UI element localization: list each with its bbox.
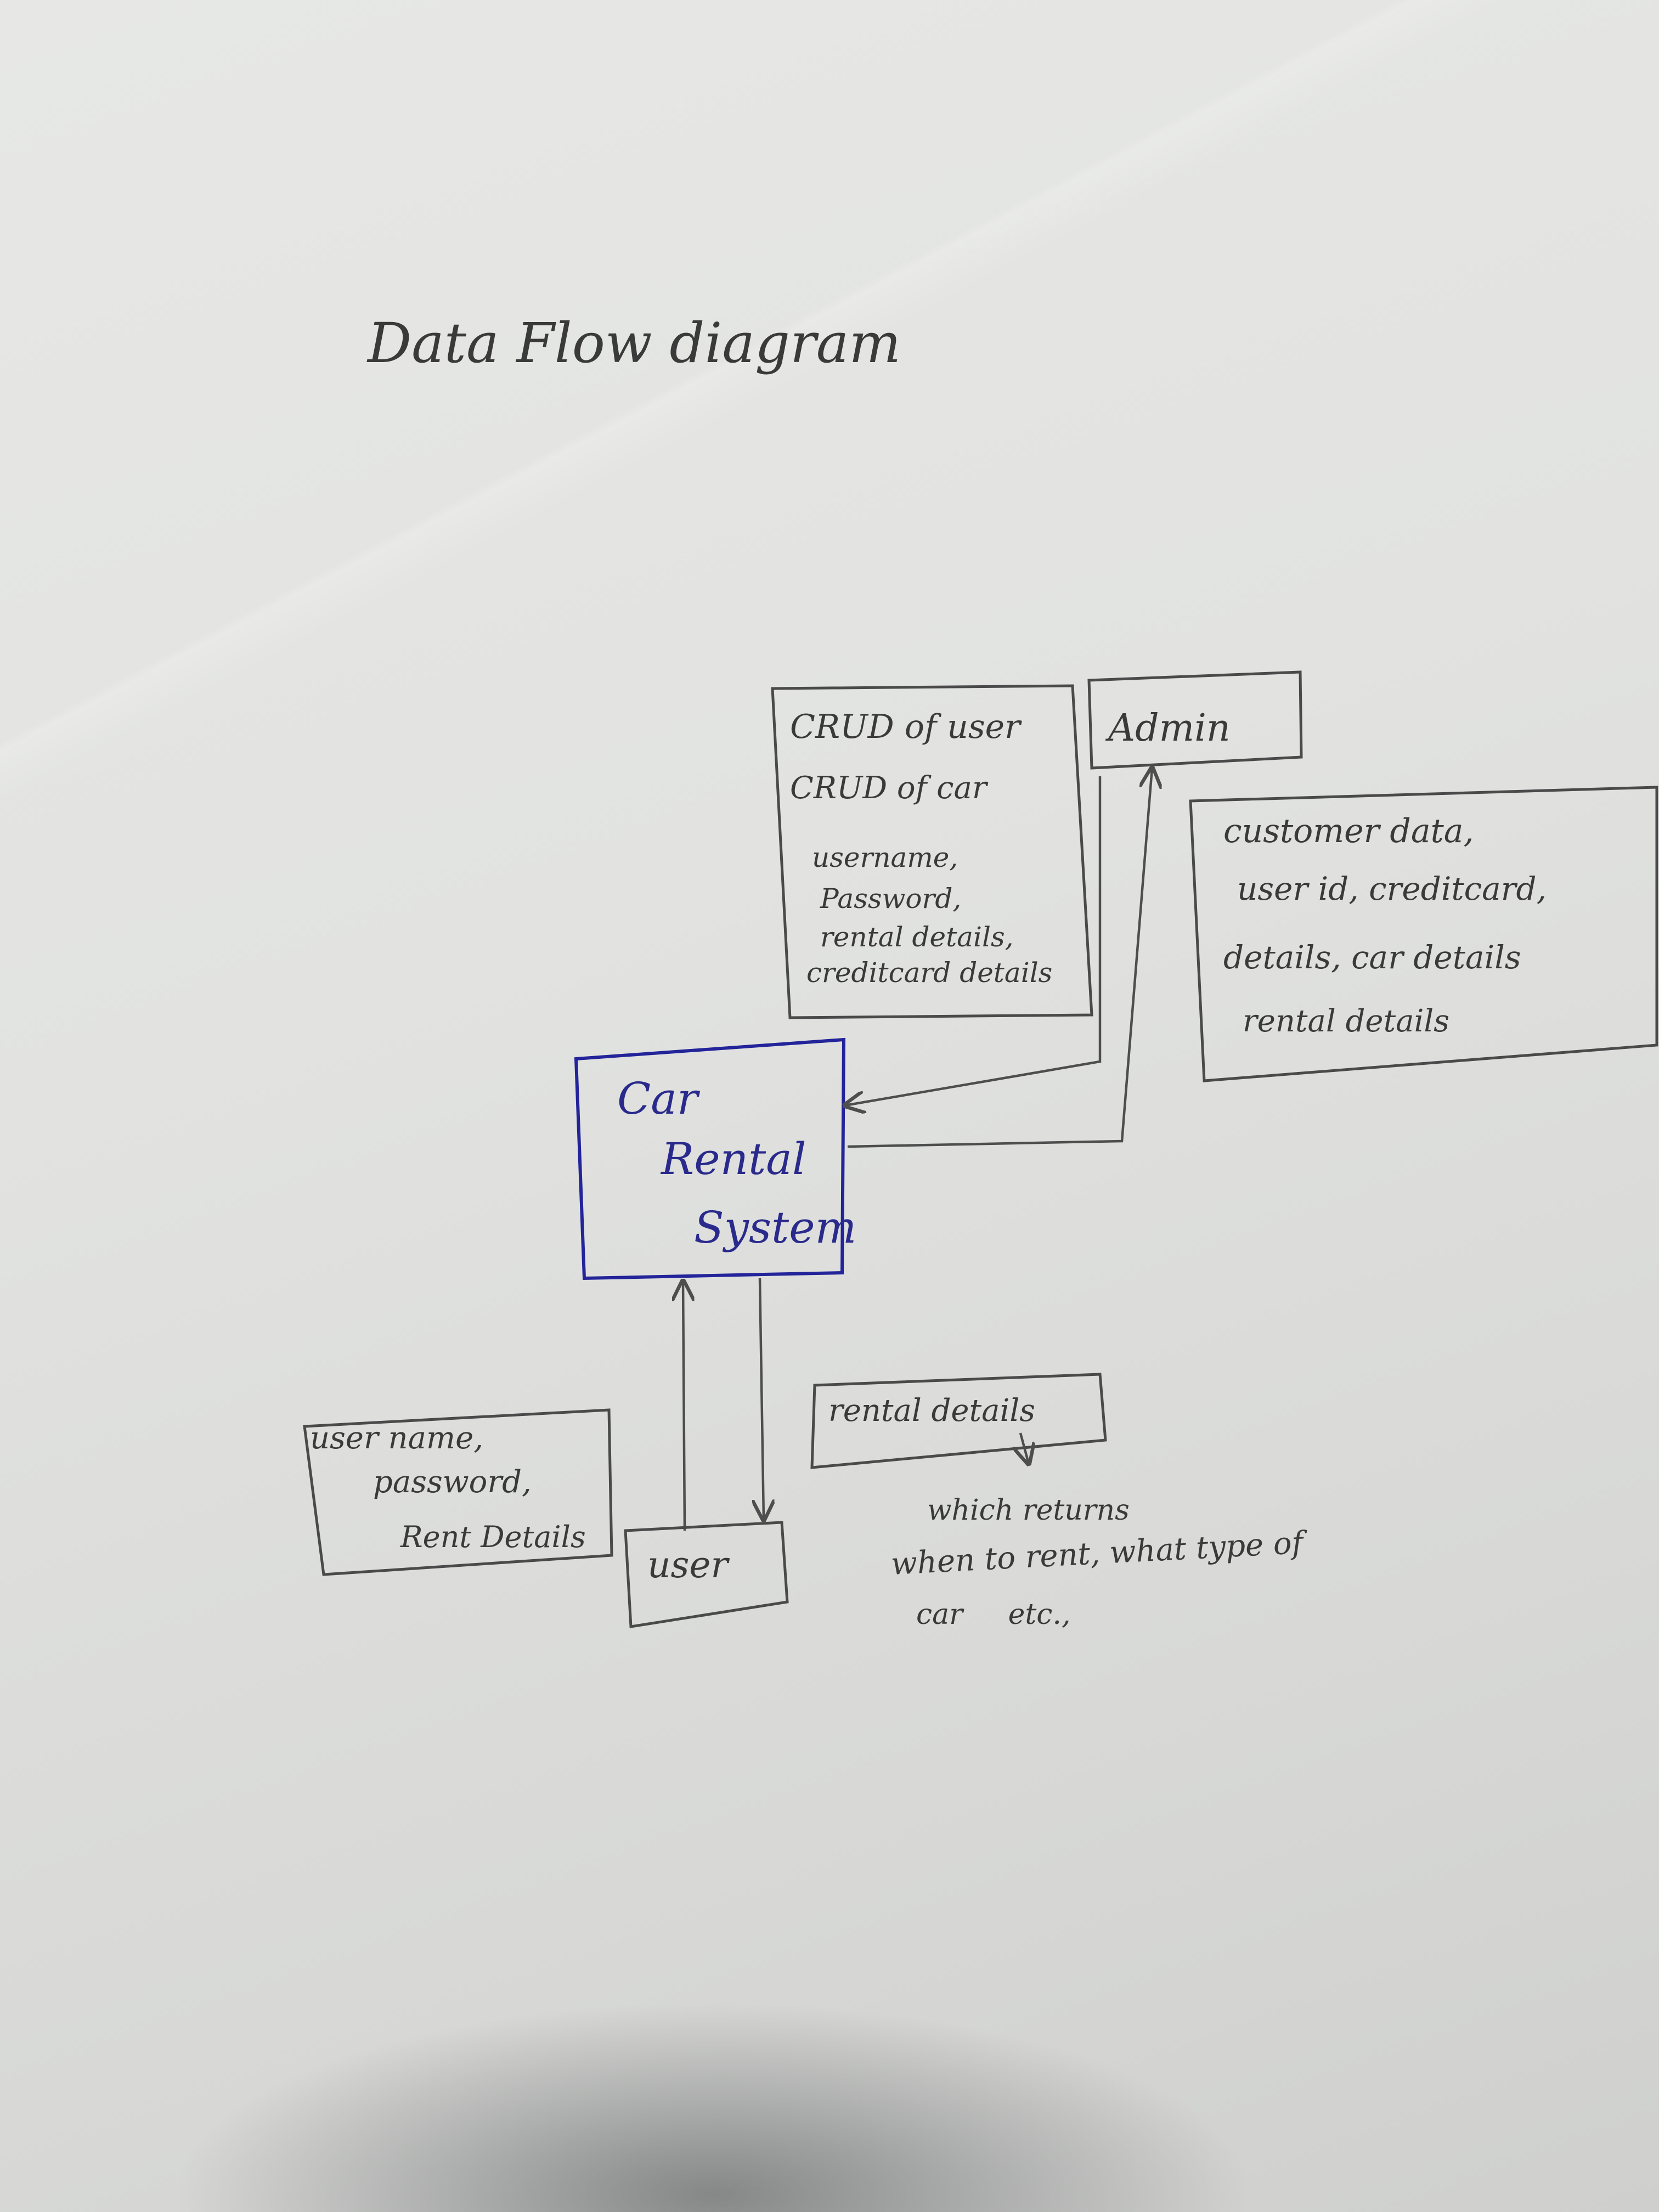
- arrow-rental-details-note: [1020, 1432, 1029, 1464]
- car-rental-system-process: Car Rental System: [574, 1037, 856, 1280]
- data-customer-data: customer data,: [1223, 812, 1474, 850]
- diagram-title: Data Flow diagram: [366, 311, 901, 375]
- user-to-system-data-box: user name, password, Rent Details: [303, 1408, 613, 1576]
- data-details-car-details: details, car details: [1223, 939, 1521, 976]
- process-label-rental: Rental: [660, 1133, 806, 1184]
- data-crud-user: CRUD of user: [790, 708, 1022, 746]
- data-crud-car: CRUD of car: [790, 770, 989, 806]
- admin-to-system-data-box-outline: [771, 684, 1093, 1019]
- process-label-car: Car: [617, 1073, 701, 1124]
- admin-entity: Admin: [1087, 670, 1303, 770]
- data-user-id-creditcard: user id, creditcard,: [1237, 870, 1547, 907]
- data-rent-details: Rent Details: [400, 1520, 586, 1554]
- arrow-user-to-system: [683, 1281, 685, 1531]
- admin-entity-outline: [1087, 670, 1303, 770]
- note-which-returns: which returns: [927, 1494, 1130, 1527]
- data-rental-details-user: rental details: [828, 1393, 1035, 1429]
- data-username: username,: [812, 842, 958, 873]
- data-password: Password,: [820, 883, 961, 915]
- system-to-admin-data-box: customer data, user id, creditcard, deta…: [1189, 786, 1658, 1082]
- system-to-admin-data-box-outline: [1189, 786, 1658, 1082]
- user-to-system-data-box-outline: [303, 1408, 613, 1576]
- data-user-name: user name,: [310, 1420, 483, 1456]
- note-when-to-rent: when to rent, what type of: [890, 1525, 1309, 1582]
- arrow-admin-to-system: [845, 776, 1102, 1105]
- process-label-system: System: [694, 1202, 856, 1253]
- user-entity-outline: [624, 1521, 789, 1628]
- user-entity: user: [624, 1521, 789, 1628]
- data-password-user: password,: [373, 1464, 532, 1500]
- user-label: user: [647, 1544, 730, 1586]
- arrow-system-to-user: [760, 1278, 764, 1520]
- data-creditcard-details: creditcard details: [806, 957, 1052, 989]
- data-rental-details: rental details,: [820, 921, 1014, 953]
- admin-label: Admin: [1105, 707, 1231, 750]
- data-rental-details-admin: rental details: [1243, 1003, 1449, 1039]
- note-car-etc: car etc.,: [916, 1598, 1070, 1631]
- system-to-user-data-box: rental details: [810, 1373, 1107, 1469]
- arrow-system-to-admin: [847, 768, 1152, 1148]
- admin-to-system-data-box: CRUD of user CRUD of car username, Passw…: [771, 684, 1093, 1019]
- car-rental-system-outline: [574, 1037, 846, 1280]
- system-to-user-data-box-outline: [810, 1373, 1107, 1469]
